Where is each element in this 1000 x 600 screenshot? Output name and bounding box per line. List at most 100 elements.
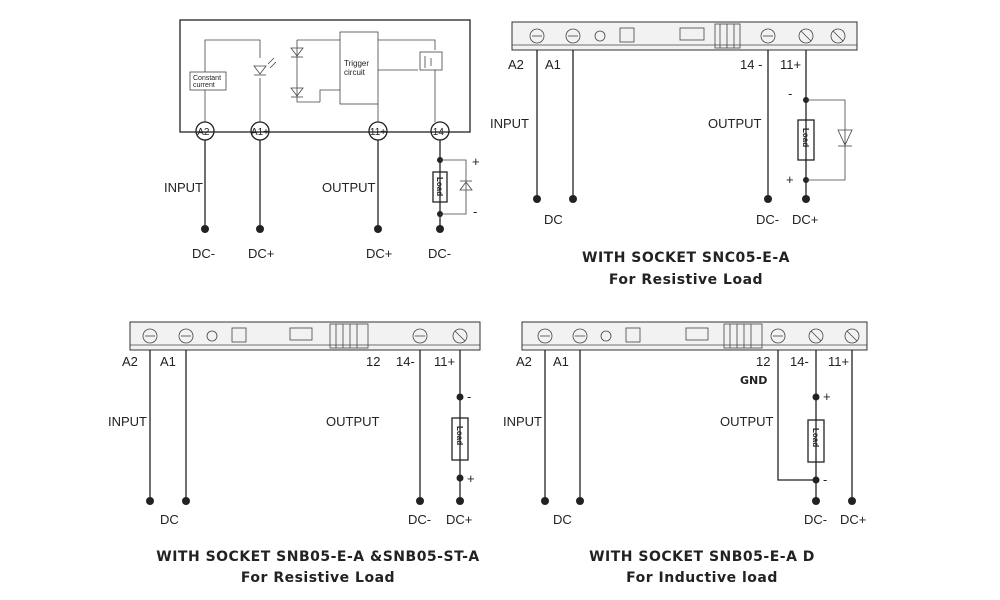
snb-11-label: 11+ bbox=[434, 354, 455, 369]
snbd-screw-a1-icon bbox=[572, 328, 588, 344]
snc-plus-sign: + bbox=[786, 172, 794, 187]
snbd-plus-sign: + bbox=[823, 389, 831, 404]
snc-a1-label: A1 bbox=[545, 57, 561, 72]
snc-caption-title: WITH SOCKET SNC05-E-A bbox=[582, 250, 790, 266]
snbd-load-label: Load bbox=[811, 428, 820, 447]
screw-extra-icon bbox=[830, 28, 846, 44]
snb-dc-plus-label: DC+ bbox=[446, 512, 472, 527]
snbd-screw-a2-icon bbox=[537, 328, 553, 344]
snb-socket-latch-icon bbox=[329, 323, 369, 349]
dc-plus-label: DC+ bbox=[248, 246, 274, 261]
dc-minus-output-dot bbox=[436, 225, 444, 233]
dc-minus-label: DC- bbox=[192, 246, 215, 261]
snbd-screw-11-icon bbox=[844, 328, 860, 344]
socket-latch-icon bbox=[714, 23, 741, 49]
constant-current-label-1: Constant bbox=[193, 75, 221, 82]
snb-plus-sign: + bbox=[467, 471, 475, 486]
snbd-screw-14-icon bbox=[808, 328, 824, 344]
terminal-a1-label: A1+ bbox=[251, 127, 269, 138]
led-light-arrow-1 bbox=[267, 57, 275, 65]
snc-11-label: 11+ bbox=[780, 57, 801, 72]
mosfet-symbol bbox=[419, 51, 443, 71]
dc-minus-output-label: DC- bbox=[428, 246, 451, 261]
snb-load-label: Load bbox=[455, 426, 464, 445]
snbd-socket-latch-icon bbox=[723, 323, 763, 349]
snb-screw-a1-icon bbox=[178, 328, 194, 344]
snb-screw-11-icon bbox=[452, 328, 468, 344]
load-resistor bbox=[432, 171, 448, 203]
snb-a2-label: A2 bbox=[122, 354, 138, 369]
snc-a2-label: A2 bbox=[508, 57, 524, 72]
snc-dc-label: DC bbox=[544, 212, 563, 227]
snbd-output-label: OUTPUT bbox=[720, 414, 774, 429]
relay-housing bbox=[179, 19, 471, 133]
snb-screw-a2-icon bbox=[142, 328, 158, 344]
snbd-gnd-label: GND bbox=[740, 374, 767, 387]
load-plus-sign: + bbox=[472, 154, 480, 169]
snb-caption-title: WITH SOCKET SNB05-E-A &SNB05-ST-A bbox=[156, 549, 479, 565]
snb-caption-subtitle: For Resistive Load bbox=[241, 570, 395, 586]
photo-diode-wire bbox=[296, 40, 320, 103]
constant-current-box bbox=[189, 71, 227, 91]
socket-hole-icon bbox=[594, 30, 606, 42]
snb-input-label: INPUT bbox=[108, 414, 147, 429]
snc-diode bbox=[837, 129, 853, 146]
snc-caption-subtitle: For Resistive Load bbox=[609, 272, 763, 288]
screw-11-icon bbox=[798, 28, 814, 44]
freewheel-diode bbox=[459, 181, 473, 191]
screw-14-icon bbox=[760, 28, 776, 44]
photo-diode-2 bbox=[290, 87, 304, 97]
input-label: INPUT bbox=[164, 180, 203, 195]
snbd-socket-strip bbox=[521, 321, 868, 351]
snb-minus-sign: - bbox=[467, 389, 471, 404]
socket-snb05-inductive-diagram: A2 A1 12 GND 14- 11+ Load + - INPUT OUTP… bbox=[503, 321, 868, 586]
socket-strip bbox=[511, 21, 858, 51]
socket-snb05-resistive-diagram: A2 A1 12 14- 11+ Load - + INPUT OUTPUT D… bbox=[108, 321, 481, 586]
snb-a1-label: A1 bbox=[160, 354, 176, 369]
snbd-screw-12-icon bbox=[770, 328, 786, 344]
snb-dc-minus-label: DC- bbox=[408, 512, 431, 527]
snb-load-resistor bbox=[451, 417, 469, 461]
internal-schematic: Constant current Trigger circuit A2- bbox=[164, 19, 480, 261]
snc-14-label: 14 - bbox=[740, 57, 762, 72]
led-diode-symbol bbox=[253, 65, 267, 75]
trigger-label-2: circuit bbox=[344, 68, 366, 77]
dc-plus-terminal-dot bbox=[256, 225, 264, 233]
constant-current-label-2: current bbox=[193, 82, 215, 89]
snbd-a2-label: A2 bbox=[516, 354, 532, 369]
snc-dc-minus-label: DC- bbox=[756, 212, 779, 227]
terminal-11-label: 11+ bbox=[370, 127, 386, 138]
snbd-dc-plus-label: DC+ bbox=[840, 512, 866, 527]
trigger-circuit-box bbox=[339, 31, 379, 105]
snc-input-label: INPUT bbox=[490, 116, 529, 131]
snb-dc-label: DC bbox=[160, 512, 179, 527]
snbd-11-label: 11+ bbox=[828, 354, 849, 369]
snc-output-label: OUTPUT bbox=[708, 116, 762, 131]
snb-12-label: 12 bbox=[366, 354, 380, 369]
photo-diode-1 bbox=[290, 47, 304, 57]
snbd-caption-title: WITH SOCKET SNB05-E-A D bbox=[589, 549, 815, 565]
snbd-a1-label: A1 bbox=[553, 354, 569, 369]
load-minus-sign: - bbox=[473, 204, 477, 219]
screw-a2-icon bbox=[529, 28, 545, 44]
snbd-load-resistor bbox=[807, 419, 825, 463]
snc-minus-sign: - bbox=[788, 86, 792, 101]
snb-14-label: 14- bbox=[396, 354, 415, 369]
snbd-caption-subtitle: For Inductive load bbox=[626, 570, 778, 586]
snc-load-label: Load bbox=[801, 128, 810, 147]
led-light-arrow-2 bbox=[269, 61, 277, 69]
snbd-dc-label: DC bbox=[553, 512, 572, 527]
led-wire-top bbox=[204, 39, 261, 72]
screw-a1-icon bbox=[565, 28, 581, 44]
terminal-14-label: 14- bbox=[433, 127, 447, 138]
snbd-input-label: INPUT bbox=[503, 414, 542, 429]
output-label: OUTPUT bbox=[322, 180, 376, 195]
dc-minus-terminal-dot bbox=[201, 225, 209, 233]
dc-plus-output-dot bbox=[374, 225, 382, 233]
trigger-label-1: Trigger bbox=[344, 59, 369, 68]
snb-output-label: OUTPUT bbox=[326, 414, 380, 429]
snbd-dc-minus-label: DC- bbox=[804, 512, 827, 527]
snbd-12-label: 12 bbox=[756, 354, 770, 369]
snc-load-resistor bbox=[797, 119, 815, 161]
